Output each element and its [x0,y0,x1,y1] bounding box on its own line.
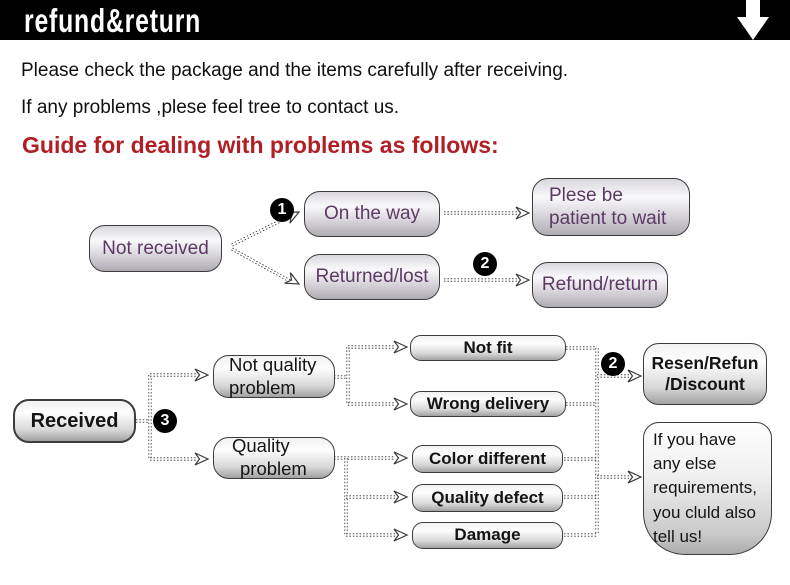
node-quality-problem: Quality problem [213,435,335,479]
node-quality-defect: Quality defect [412,484,563,512]
page-title: refund&return [24,2,202,40]
node-please-be-patient: Plese be patient to wait [532,178,690,236]
node-label-line2: patient to wait [549,208,667,229]
node-label: Wrong delivery [426,393,550,413]
note-line3: requirements, [653,478,757,498]
node-label: Not received [102,237,209,259]
node-resend-refund-discount: Resen/Refun /Discount [643,343,767,405]
note-line5: tell us! [653,526,703,546]
node-label: On the way [323,203,421,225]
intro-line-1: Please check the package and the items c… [21,60,569,81]
node-label-line1: Plese be [549,184,623,206]
node-other-requirements-note: If you have any else requirements, you c… [643,422,772,555]
numbered-badge-3: 3 [153,409,177,433]
numbered-badge-2b: 2 [601,352,625,376]
node-wrong-delivery: Wrong delivery [410,391,566,417]
node-label: Color different [428,448,547,468]
node-refund-return: Refund/return [532,262,668,308]
node-label-line2: problem [229,376,296,398]
down-arrow-icon [737,0,769,40]
note-line1: If you have [653,430,737,450]
node-label-line2: /Discount [665,374,745,394]
node-damage: Damage [412,522,563,549]
node-not-quality-problem: Not quality problem [213,353,335,398]
node-label: Received [30,409,119,432]
guide-heading: Guide for dealing with problems as follo… [22,132,499,158]
node-received: Received [13,399,136,443]
numbered-badge-2: 2 [473,252,497,276]
node-label-line2: problem [240,458,307,479]
intro-line-2: If any problems ,plese feel tree to cont… [21,97,400,118]
node-not-fit: Not fit [410,335,566,361]
numbered-badge-1: 1 [270,198,294,222]
note-line2: any else [653,454,717,474]
node-color-different: Color different [412,445,563,473]
node-label-line1: Quality [232,435,290,457]
node-returned-lost: Returned/lost [304,254,440,300]
node-label: Returned/lost [315,266,429,288]
node-label-line1: Not quality [229,353,317,375]
node-label: Damage [454,525,521,545]
note-line4: you cluld also [653,502,757,522]
node-on-the-way: On the way [304,191,440,237]
node-label: Not fit [463,337,513,357]
node-label-line1: Resen/Refun [651,352,759,373]
node-label: Refund/return [541,274,659,296]
node-label: Quality defect [431,487,544,507]
node-not-received: Not received [89,225,222,272]
header-bar: refund&return [0,0,790,40]
